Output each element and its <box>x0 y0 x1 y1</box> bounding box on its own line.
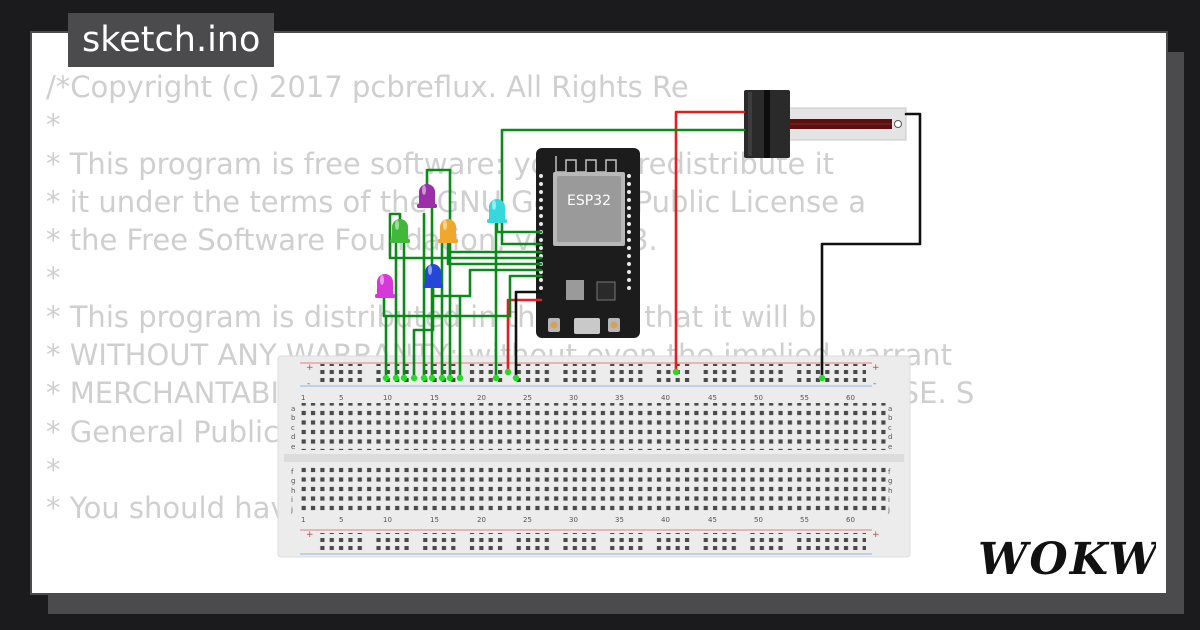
row-letter: c <box>291 424 295 432</box>
column-number: 60 <box>846 394 855 402</box>
row-letter: f <box>888 468 891 476</box>
column-number: 50 <box>754 394 763 402</box>
column-number: 5 <box>339 394 343 402</box>
column-number: 30 <box>569 516 578 524</box>
column-number: 55 <box>800 516 809 524</box>
column-number: 15 <box>430 516 439 524</box>
row-letter: d <box>888 433 892 441</box>
board-label: ESP32 <box>567 193 611 209</box>
column-number: 10 <box>383 516 392 524</box>
column-number: 60 <box>846 516 855 524</box>
wire-green-led-magenta[interactable] <box>382 274 543 318</box>
led-blue[interactable] <box>423 264 443 288</box>
logo-text: WOKWi <box>978 534 1156 585</box>
row-letter: e <box>291 443 295 451</box>
power-rail-bottom[interactable] <box>318 533 866 553</box>
column-number: 25 <box>523 394 532 402</box>
column-number: 35 <box>615 394 624 402</box>
code-line: * <box>46 452 61 487</box>
terminal-strip-top[interactable] <box>298 403 887 450</box>
power-rail-top[interactable] <box>318 364 866 384</box>
wire-green-led-orange[interactable] <box>446 238 543 266</box>
screw-icon <box>894 120 902 128</box>
rail-plus-label: + <box>306 363 314 373</box>
code-line: /*Copyright (c) 2017 pcbreflux. All Righ… <box>46 70 689 104</box>
column-number: 40 <box>661 516 670 524</box>
led-cyan[interactable] <box>487 199 507 223</box>
wire-green-led-purple[interactable] <box>425 168 543 254</box>
rail-plus-label: + <box>872 530 880 540</box>
column-number: 5 <box>339 516 343 524</box>
code-line: * <box>46 108 61 143</box>
rail-plus-label: + <box>872 363 880 373</box>
row-letter: a <box>888 405 892 413</box>
row-letter: i <box>888 496 890 504</box>
led-orange[interactable] <box>438 219 458 243</box>
column-number: 1 <box>301 516 305 524</box>
column-number: 10 <box>383 394 392 402</box>
usb-port[interactable] <box>574 318 600 334</box>
row-letter: h <box>291 487 295 495</box>
column-number: 45 <box>708 394 717 402</box>
row-letter: e <box>888 443 892 451</box>
led-purple[interactable] <box>417 184 437 208</box>
wire-green-pot-signal[interactable] <box>500 128 746 246</box>
code-line: * <box>46 261 61 296</box>
file-name-tab[interactable]: sketch.ino <box>68 13 275 67</box>
column-number: 35 <box>615 516 624 524</box>
voltage-regulator <box>566 280 584 300</box>
row-letter: j <box>887 506 890 514</box>
column-number: 25 <box>523 516 532 524</box>
terminal-strip-bottom[interactable] <box>298 466 887 513</box>
led-green[interactable] <box>390 219 410 243</box>
esp32-board[interactable]: ESP32 <box>536 148 640 338</box>
led-magenta[interactable] <box>375 274 395 298</box>
column-number: 20 <box>477 516 486 524</box>
row-letter: b <box>888 414 893 422</box>
wires <box>382 110 922 382</box>
column-number: 45 <box>708 516 717 524</box>
column-number: 15 <box>430 394 439 402</box>
row-letter: i <box>291 496 293 504</box>
column-number: 20 <box>477 394 486 402</box>
wire-red-esp32[interactable] <box>506 298 543 374</box>
column-number: 30 <box>569 394 578 402</box>
row-letter: c <box>888 424 892 432</box>
rail-minus-label: - <box>873 379 876 389</box>
row-letter: f <box>291 468 294 476</box>
breadboard: + + + + - - 1 5 10 15 20 25 30 35 40 45 … <box>277 355 911 558</box>
column-number: 55 <box>800 394 809 402</box>
wire-black-esp32[interactable] <box>514 290 543 380</box>
row-letter: g <box>888 477 892 485</box>
row-letter: h <box>888 487 892 495</box>
column-number: 1 <box>301 394 305 402</box>
row-letter: a <box>291 405 295 413</box>
usb-chip <box>596 281 616 301</box>
row-letter: j <box>290 506 293 514</box>
wokwi-logo: WOKWi <box>964 522 1176 592</box>
center-channel <box>284 454 904 462</box>
column-number: 50 <box>754 516 763 524</box>
wire-red-potentiometer[interactable] <box>674 110 746 374</box>
rail-plus-label: + <box>306 530 314 540</box>
row-letter: g <box>291 477 295 485</box>
row-letter: b <box>291 414 296 422</box>
wire-black-potentiometer[interactable] <box>820 112 922 380</box>
row-letter: d <box>291 433 295 441</box>
slide-potentiometer[interactable] <box>744 90 907 158</box>
rail-minus-label: - <box>307 379 310 389</box>
column-number: 40 <box>661 394 670 402</box>
